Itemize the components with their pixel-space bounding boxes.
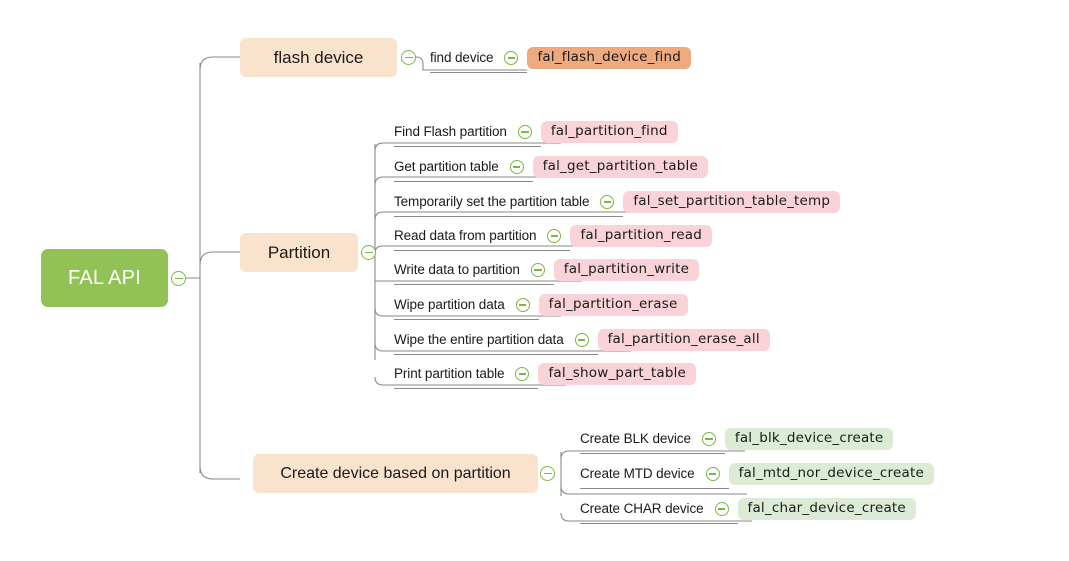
collapse-minus-icon-show-part-table[interactable] (515, 367, 530, 381)
code-tag-fal-set-partition-table-temp[interactable]: fal_set_partition_table_temp (623, 190, 841, 214)
leaf-underline-write-data-to-partition (394, 284, 554, 285)
elbow-create-device (199, 465, 240, 480)
leaf-label-write-data-to-partition: Write data to partition (394, 261, 520, 277)
code-tag-fal-get-partition-table[interactable]: fal_get_partition_table (532, 155, 708, 179)
branch-node-partition[interactable]: Partition (240, 233, 358, 272)
leaf-create-blk-device[interactable]: Create BLK device fal_blk_device_create (580, 424, 894, 454)
collapse-minus-icon-set-partition-table-temp[interactable] (600, 195, 615, 209)
leaf-read-data-from-partition[interactable]: Read data from partition fal_partition_r… (394, 221, 713, 251)
code-tag-fal-mtd-nor-device-create[interactable]: fal_mtd_nor_device_create (728, 462, 934, 486)
leaf-label-create-char-device: Create CHAR device (580, 500, 704, 516)
code-tag-fal-partition-erase[interactable]: fal_partition_erase (538, 293, 688, 317)
collapse-minus-icon-char-device-create[interactable] (714, 502, 729, 516)
leaf-label-find-device: find device (430, 49, 494, 65)
leaf-create-mtd-device[interactable]: Create MTD device fal_mtd_nor_device_cre… (580, 459, 934, 489)
leaf-create-char-device[interactable]: Create CHAR device fal_char_device_creat… (580, 494, 916, 524)
leaf-print-partition-table[interactable]: Print partition table fal_show_part_tabl… (394, 359, 697, 389)
collapse-minus-icon-create-device[interactable] (540, 466, 555, 481)
code-tag-fal-blk-device-create[interactable]: fal_blk_device_create (724, 427, 894, 451)
leaf-label-temporarily-set-partition-table: Temporarily set the partition table (394, 193, 590, 209)
branch-node-label-create-device: Create device based on partition (280, 464, 511, 482)
collapse-minus-icon-partition-erase[interactable] (515, 298, 530, 312)
collapse-minus-icon-partition-write[interactable] (530, 263, 545, 277)
branch-node-flash-device[interactable]: flash device (240, 38, 397, 77)
collapse-minus-icon-partition-erase-all[interactable] (574, 333, 589, 347)
collapse-minus-icon-mtd-nor-device-create[interactable] (705, 467, 720, 481)
leaf-find-device[interactable]: find device fal_flash_device_find (430, 43, 692, 73)
leaf-underline-wipe-partition-data (394, 319, 539, 320)
leaf-underline-wipe-entire-partition-data (394, 354, 598, 355)
branch-node-label-flash-device: flash device (273, 47, 364, 67)
collapse-minus-icon-partition[interactable] (361, 245, 376, 260)
root-node-label: FAL API (68, 266, 141, 289)
leaf-label-create-mtd-device: Create MTD device (580, 465, 695, 481)
code-tag-fal-show-part-table[interactable]: fal_show_part_table (538, 362, 697, 386)
leaf-underline-create-blk-device (580, 453, 725, 454)
leaf-label-wipe-partition-data: Wipe partition data (394, 296, 505, 312)
leaf-underline-find-flash-partition (394, 146, 541, 147)
code-tag-fal-partition-write[interactable]: fal_partition_write (553, 258, 700, 282)
leaf-underline-print-partition-table (394, 388, 538, 389)
branch-node-label-partition: Partition (267, 242, 331, 262)
leaf-wipe-entire-partition-data[interactable]: Wipe the entire partition data fal_parti… (394, 325, 770, 355)
leaf-get-partition-table[interactable]: Get partition table fal_get_partition_ta… (394, 152, 708, 182)
code-tag-fal-flash-device-find[interactable]: fal_flash_device_find (527, 46, 692, 70)
code-tag-fal-partition-read[interactable]: fal_partition_read (570, 224, 713, 248)
leaf-underline-create-char-device (580, 523, 738, 524)
leaf-underline-read-data-from-partition (394, 250, 570, 251)
branch-node-create-device[interactable]: Create device based on partition (253, 454, 538, 493)
collapse-minus-icon-root[interactable] (171, 271, 186, 286)
collapse-minus-icon-partition-find[interactable] (517, 125, 532, 139)
leaf-label-get-partition-table: Get partition table (394, 158, 499, 174)
root-node-fal-api[interactable]: FAL API (41, 249, 168, 307)
leaf-label-read-data-from-partition: Read data from partition (394, 227, 537, 243)
elbow-flash-device (199, 56, 240, 71)
leaf-wipe-partition-data[interactable]: Wipe partition data fal_partition_erase (394, 290, 688, 320)
elbow-partition (199, 251, 240, 266)
leaf-label-print-partition-table: Print partition table (394, 365, 505, 381)
leaf-underline-create-mtd-device (580, 488, 729, 489)
collapse-minus-icon-find-device[interactable] (504, 51, 519, 65)
leaf-temporarily-set-partition-table[interactable]: Temporarily set the partition table fal_… (394, 187, 841, 217)
leaf-underline-temporarily-set-partition-table (394, 216, 623, 217)
collapse-minus-icon-flash-device[interactable] (401, 50, 416, 65)
code-tag-fal-partition-find[interactable]: fal_partition_find (540, 120, 678, 144)
leaf-label-wipe-entire-partition-data: Wipe the entire partition data (394, 331, 564, 347)
code-tag-fal-char-device-create[interactable]: fal_char_device_create (737, 497, 916, 521)
leaf-write-data-to-partition[interactable]: Write data to partition fal_partition_wr… (394, 255, 700, 285)
leaf-underline-find-device (430, 72, 527, 73)
collapse-minus-icon-blk-device-create[interactable] (701, 432, 716, 446)
code-tag-fal-partition-erase-all[interactable]: fal_partition_erase_all (597, 328, 770, 352)
leaf-label-find-flash-partition: Find Flash partition (394, 123, 507, 139)
leaf-find-flash-partition[interactable]: Find Flash partition fal_partition_find (394, 117, 678, 147)
collapse-minus-icon-partition-read[interactable] (547, 229, 562, 243)
collapse-minus-icon-get-partition-table[interactable] (509, 160, 524, 174)
leaf-label-create-blk-device: Create BLK device (580, 430, 691, 446)
leaf-underline-get-partition-table (394, 181, 533, 182)
